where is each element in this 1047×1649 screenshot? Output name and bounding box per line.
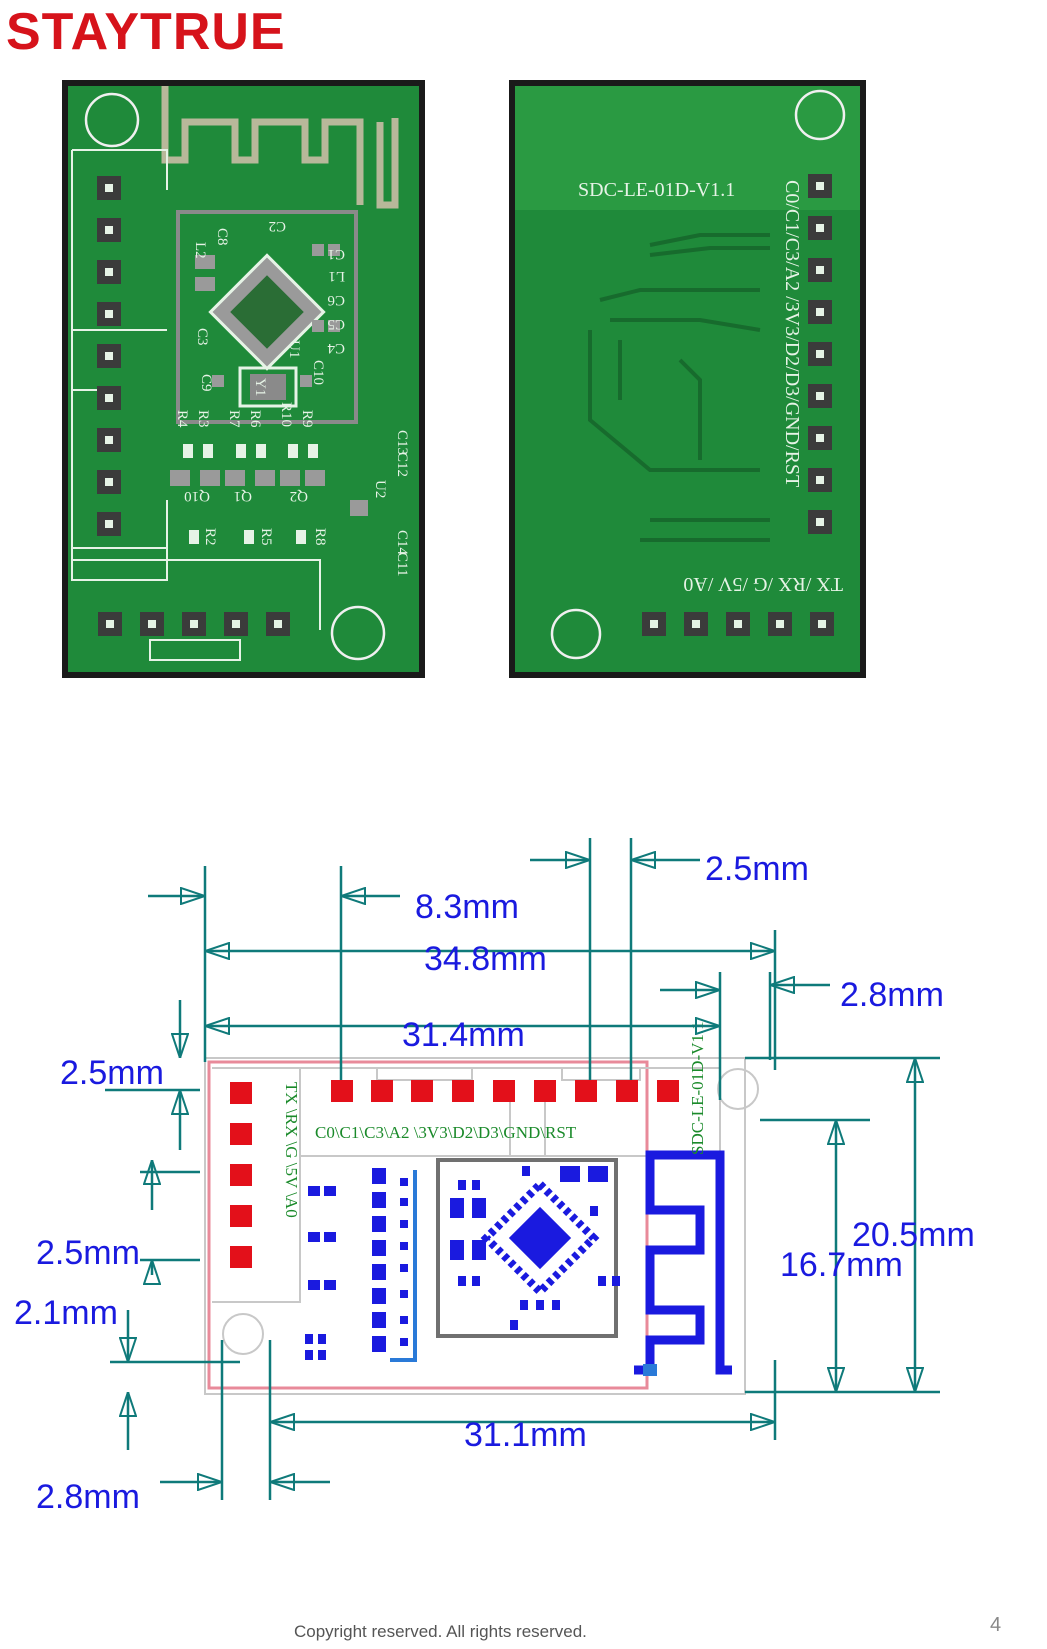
back-side-pin-labels: C0/C1/C3/A2 /3V3/D2/D3/GND/RST bbox=[781, 180, 803, 487]
page-number: 4 bbox=[990, 1614, 1002, 1636]
silk-label: C6 bbox=[327, 292, 345, 308]
silk-label: C14 bbox=[394, 530, 410, 556]
silk-label: R8 bbox=[312, 528, 328, 546]
footer-copyright: Copyright reserved. All rights reserved. bbox=[294, 1622, 587, 1641]
silk-label: C12 bbox=[394, 452, 410, 477]
silk-label: R10 bbox=[278, 402, 294, 427]
silk-label: C4 bbox=[327, 340, 345, 356]
silk-label: R4 bbox=[174, 410, 190, 428]
silk-label: C11 bbox=[394, 552, 410, 576]
dim-label-16-7mm: 16.7mm bbox=[780, 1246, 903, 1284]
dim-label-34-8mm: 34.8mm bbox=[424, 940, 547, 978]
silk-label: R2 bbox=[202, 528, 218, 546]
silk-label: C8 bbox=[214, 228, 230, 246]
brand-logo: STAYTRUE bbox=[6, 3, 286, 61]
back-board-title: SDC-LE-01D-V1.1 bbox=[578, 179, 735, 201]
pcb-back: SDC-LE-01D-V1.1 C0/C1/C3/A2 /3V3/D2/D3/G… bbox=[509, 80, 866, 678]
silk-label: L1 bbox=[328, 268, 345, 284]
silk-label: C5 bbox=[327, 316, 345, 332]
module-top-pin-labels: C0\C1\C3\A2 \3V3\D2\D3\GND\RST bbox=[315, 1123, 577, 1142]
silk-label: C9 bbox=[198, 374, 214, 392]
dim-label-2-8mm-top: 2.8mm bbox=[840, 976, 944, 1014]
silk-label: Y1 bbox=[252, 378, 268, 396]
dimension-drawing: SDC-LE-01D-V1.1 C0\C1\C3\A2 \3V3\D2\D3\G… bbox=[14, 838, 975, 1516]
silk-label: U1 bbox=[286, 340, 302, 358]
silk-label: R3 bbox=[195, 410, 211, 428]
silk-label: Q1 bbox=[234, 488, 252, 504]
silk-label: R9 bbox=[299, 410, 315, 428]
silk-label: Q2 bbox=[290, 488, 308, 504]
dim-label-2-8mm-bottom: 2.8mm bbox=[36, 1478, 140, 1516]
silk-label: U2 bbox=[372, 480, 388, 498]
module-title: SDC-LE-01D-V1.1 bbox=[688, 1021, 707, 1155]
dim-label-2-5mm-left: 2.5mm bbox=[60, 1054, 164, 1092]
back-bottom-pin-labels: TX /RX /G /5V /A0 bbox=[683, 573, 843, 595]
module-side-pin-labels: TX \RX \G \5V \A0 bbox=[282, 1082, 301, 1218]
silk-label: L2 bbox=[192, 242, 208, 259]
dim-label-2-1mm: 2.1mm bbox=[14, 1294, 118, 1332]
pcb-front: L2 C8 C2 C1 L1 C6 C5 C4 C3 U1 C9 Y1 C10 … bbox=[62, 80, 425, 678]
dim-label-2-5mm-middle: 2.5mm bbox=[36, 1234, 140, 1272]
silk-label: R5 bbox=[258, 528, 274, 546]
silk-label: C3 bbox=[194, 328, 210, 346]
silk-label: C1 bbox=[327, 246, 345, 262]
dim-label-2-5mm-top: 2.5mm bbox=[705, 850, 809, 888]
silk-label: C2 bbox=[268, 218, 286, 234]
module-pins bbox=[230, 1080, 679, 1268]
silk-label: R6 bbox=[247, 410, 263, 428]
silk-label: R7 bbox=[226, 410, 242, 428]
dim-label-31-1mm: 31.1mm bbox=[464, 1416, 587, 1454]
silk-label: Q10 bbox=[184, 488, 210, 504]
silk-label: C13 bbox=[394, 430, 410, 455]
dim-label-31-4mm: 31.4mm bbox=[402, 1016, 525, 1054]
dim-label-20-5mm: 20.5mm bbox=[852, 1216, 975, 1254]
silk-label: C10 bbox=[310, 360, 326, 385]
dim-label-8-3mm: 8.3mm bbox=[415, 888, 519, 926]
